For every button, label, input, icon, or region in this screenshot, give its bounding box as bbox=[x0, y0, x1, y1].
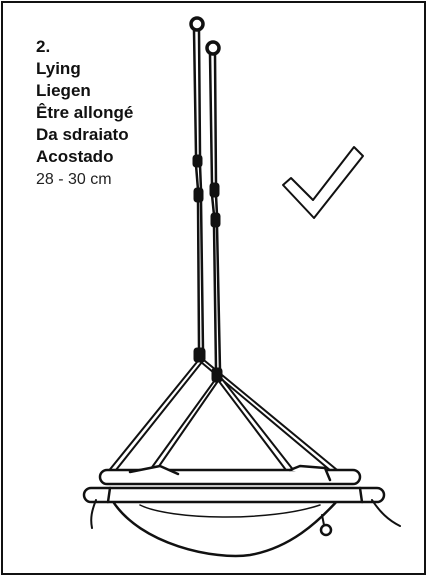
position-name-es: Acostado bbox=[36, 147, 114, 166]
suspension-ropes bbox=[192, 28, 222, 372]
position-name-en: Lying bbox=[36, 59, 81, 78]
spreader-lines bbox=[102, 360, 349, 482]
front-bar bbox=[82, 486, 386, 504]
checkmark-icon bbox=[282, 146, 364, 219]
step-number: 2. bbox=[36, 37, 51, 56]
hammock-fabric bbox=[110, 498, 340, 558]
position-name-fr: Être allongé bbox=[36, 103, 134, 122]
position-name-de: Liegen bbox=[36, 81, 91, 100]
height-range: 28 - 30 cm bbox=[36, 171, 112, 188]
rope-ring-icon bbox=[189, 16, 221, 56]
instruction-labels: 2. Lying Liegen Être allongé Da sdraiato… bbox=[36, 36, 133, 191]
dangling-straps bbox=[90, 499, 401, 537]
upper-bar bbox=[98, 464, 362, 486]
position-name-it: Da sdraiato bbox=[36, 125, 129, 144]
